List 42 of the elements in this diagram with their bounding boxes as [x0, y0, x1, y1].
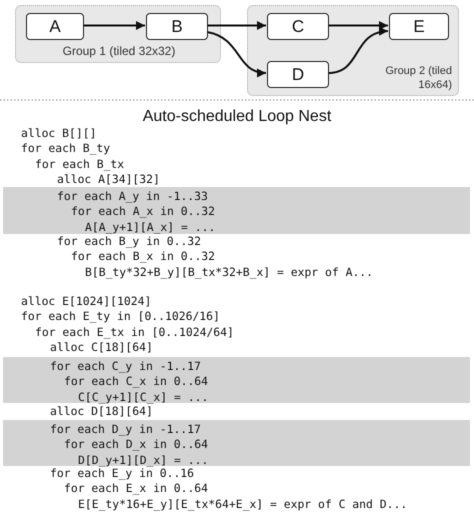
code-line: for each D_x in 0..64 — [64, 437, 208, 452]
code-line: for each D_y in -1..17 — [50, 422, 201, 436]
group-label: Group 2 (tiled 16x64) — [384, 64, 452, 92]
arrow — [207, 21, 266, 30]
group-label: Group 1 (tiled 32x32) — [62, 44, 176, 58]
code-line: D[D_y+1][D_x] = ... — [78, 452, 208, 467]
code-line: C[C_y+1][C_x] = ... — [78, 390, 208, 404]
process-box: A — [26, 13, 84, 40]
group-panel — [15, 5, 221, 63]
code-line: alloc A[34][32] — [57, 172, 160, 186]
code-line: E[E_ty*16+E_y][E_tx*64+E_x] = expr of C and D... — [78, 497, 408, 511]
arrow — [206, 31, 266, 77]
code-line: alloc D[18][64] — [50, 404, 153, 418]
process-box: C — [267, 13, 329, 40]
code-line: for each B_tx — [35, 157, 124, 171]
code-line: alloc C[18][64] — [50, 340, 153, 354]
process-box: E — [389, 13, 449, 40]
code-line: alloc B[][] — [21, 126, 96, 140]
arrow — [328, 21, 388, 30]
code-line: B[B_ty*32+B_y][B_tx*32+B_x] = expr of A... — [85, 265, 374, 279]
highlight-band — [3, 187, 470, 234]
code-line: A[A_y+1][A_x] = ... — [85, 220, 216, 234]
code-line: for each E_x in 0..64 — [64, 481, 208, 495]
highlight-band — [3, 357, 470, 403]
section-heading: Auto-scheduled Loop Nest — [142, 107, 332, 127]
highlight-band — [3, 420, 470, 466]
code-line: for each A_x in 0..32 — [71, 204, 216, 218]
code-line: for each C_x in 0..64 — [64, 374, 208, 388]
code-line: for each A_y in -1..33 — [57, 189, 208, 203]
code-line: for each C_y in -1..17 — [50, 359, 201, 373]
code-line: alloc E[1024][1024] — [21, 294, 152, 308]
arrow — [83, 21, 145, 30]
group-panel — [247, 5, 459, 96]
arrow — [328, 28, 388, 74]
code-line: for each B_x in 0..32 — [71, 249, 216, 263]
code-line: for each B_y in 0..32 — [57, 234, 202, 248]
code-line: for each E_ty in [0..1026/16] — [21, 309, 220, 323]
process-box: D — [267, 61, 329, 88]
process-box: B — [146, 13, 208, 40]
code-line: for each E_tx in [0..1024/64] — [35, 325, 234, 339]
code-line: for each E_y in 0..16 — [50, 466, 194, 480]
code-line: for each B_ty — [21, 141, 110, 155]
